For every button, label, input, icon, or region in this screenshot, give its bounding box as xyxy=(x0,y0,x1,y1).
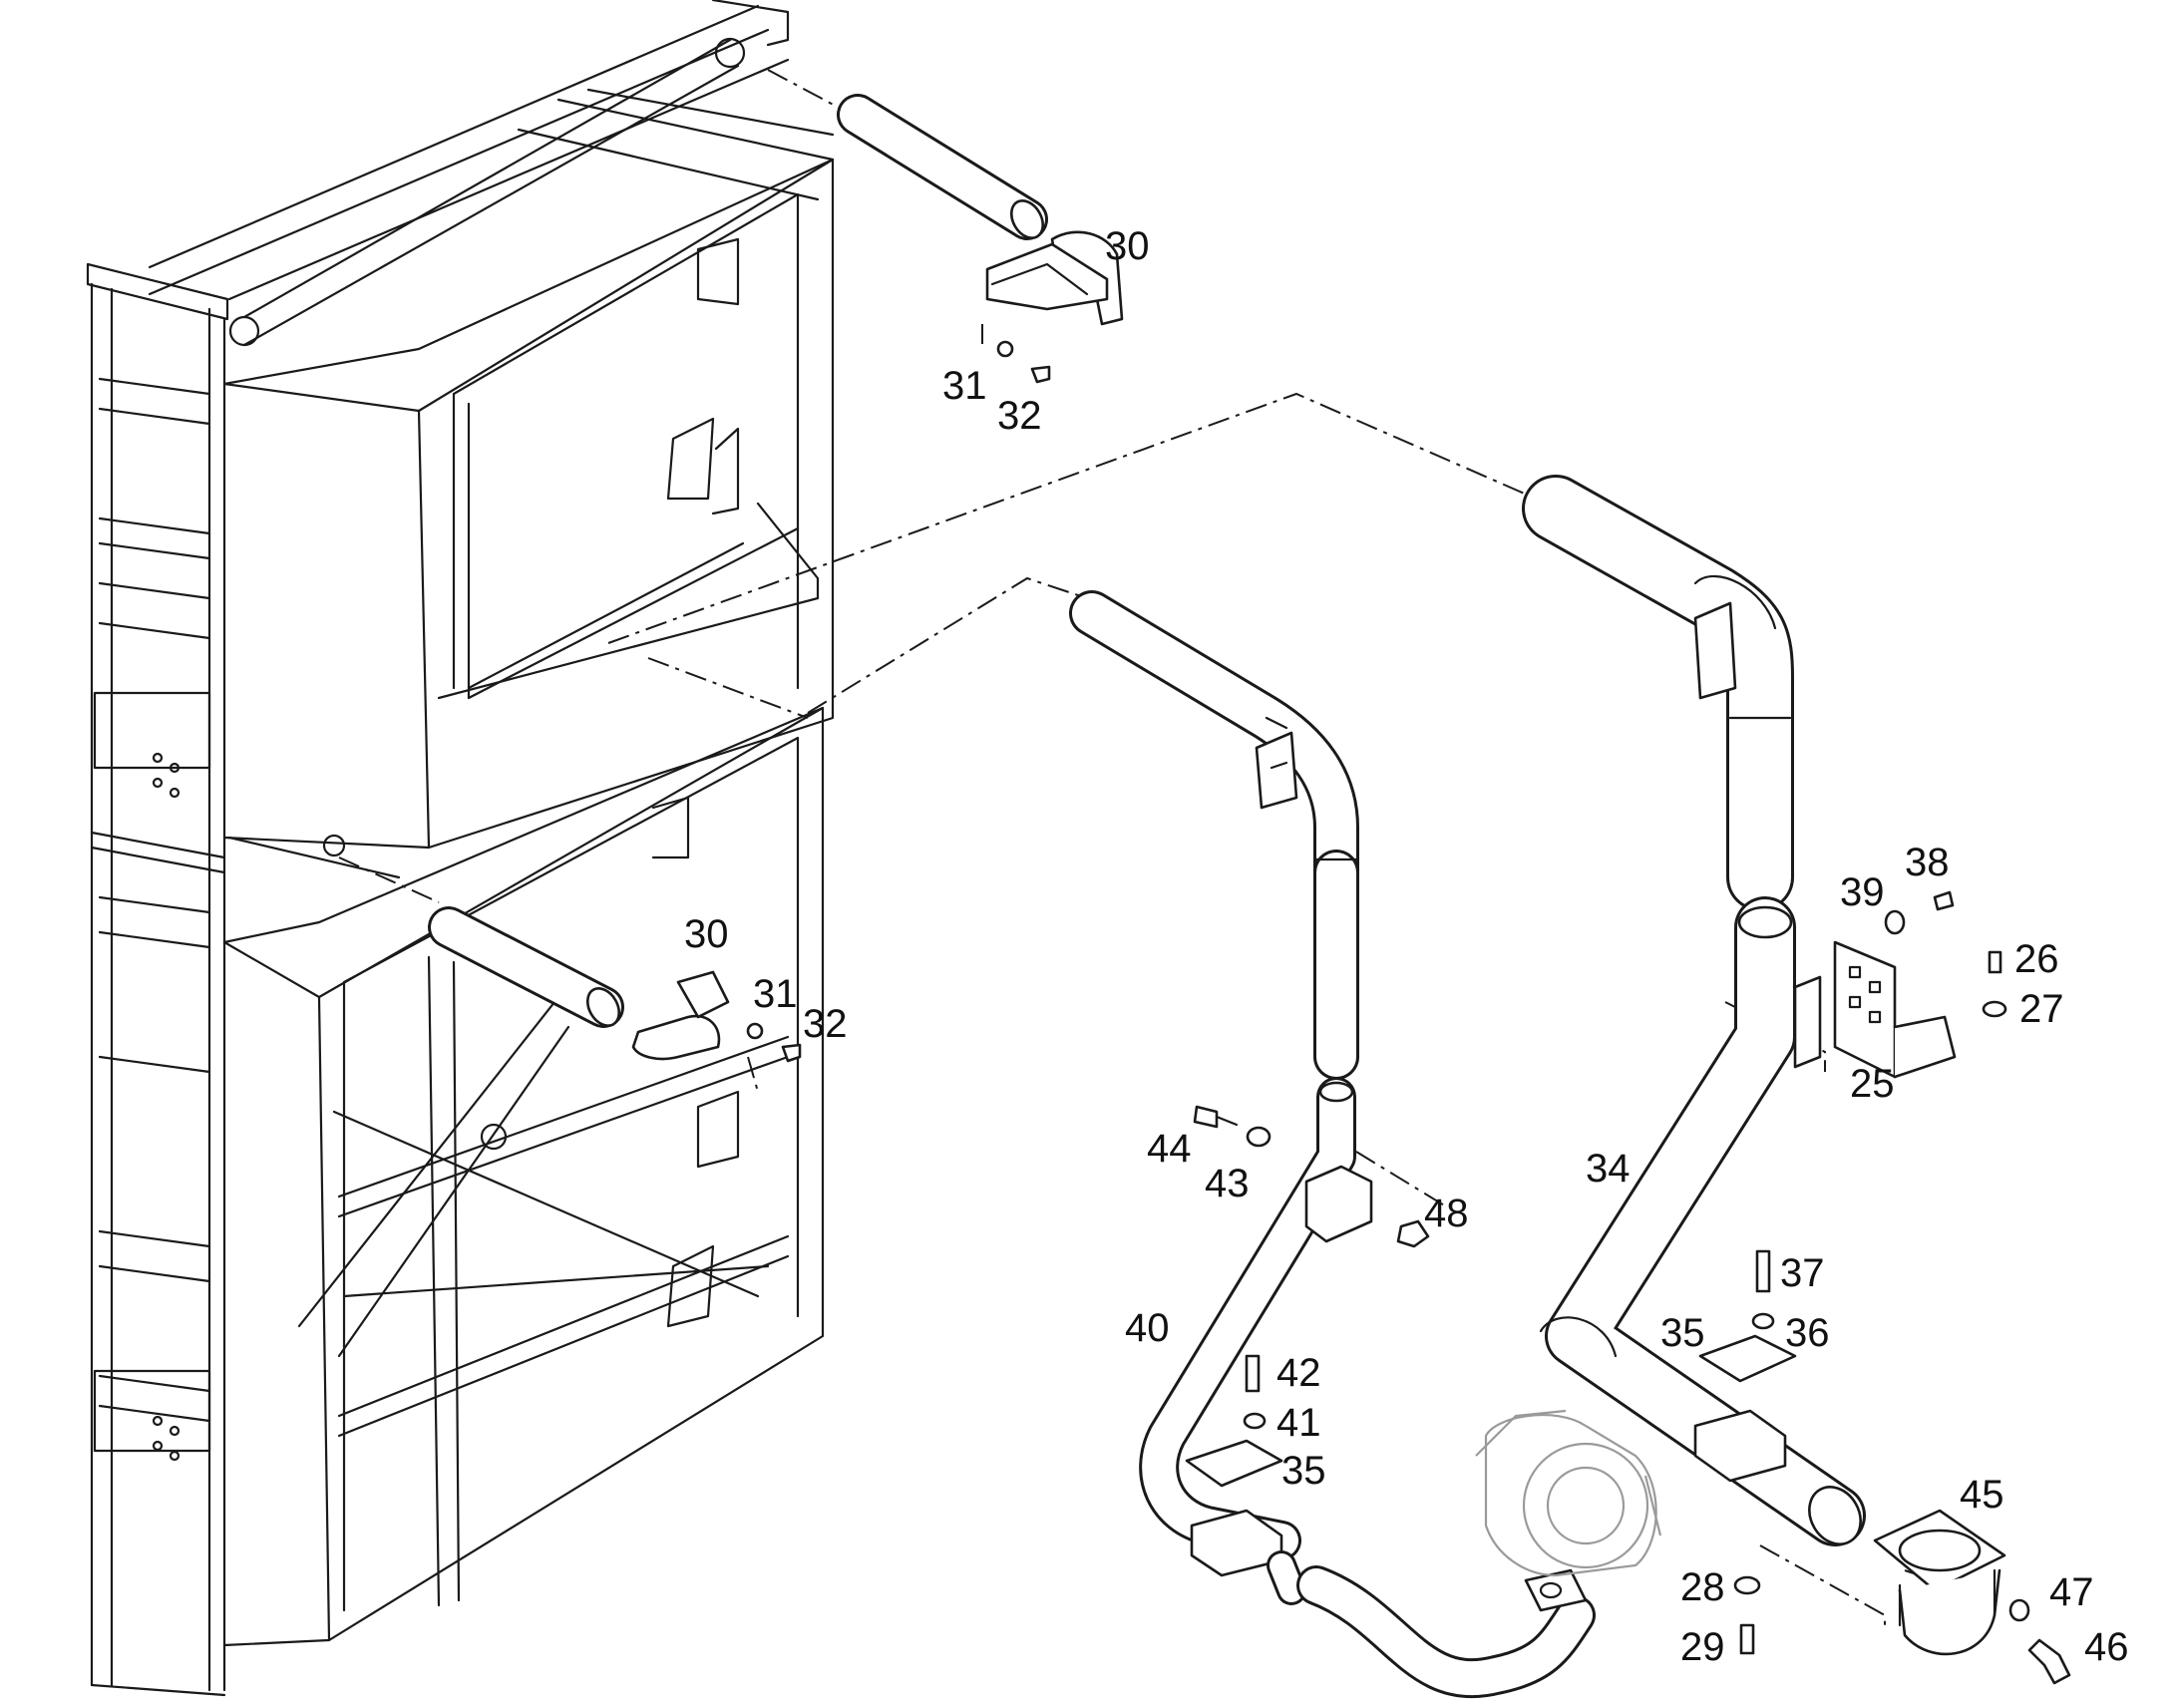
callout-29: 29 xyxy=(1680,1625,1725,1669)
callout-27: 27 xyxy=(2019,987,2064,1031)
pipe-40 xyxy=(1069,590,1596,1699)
callout-37: 37 xyxy=(1780,1251,1825,1295)
callout-45: 45 xyxy=(1960,1473,2004,1517)
callout-35-left: 35 xyxy=(1281,1449,1326,1493)
bracket-25 xyxy=(1833,940,1957,1079)
hose-30-lower xyxy=(428,906,802,1063)
callout-40: 40 xyxy=(1125,1306,1170,1350)
callout-47: 47 xyxy=(2049,1570,2094,1614)
callout-43: 43 xyxy=(1205,1162,1250,1205)
callout-30-lower: 30 xyxy=(684,912,729,956)
callout-46: 46 xyxy=(2084,1625,2129,1669)
callout-26: 26 xyxy=(2014,937,2059,981)
projection-lines xyxy=(338,69,1981,1630)
hose-30-upper xyxy=(837,94,1124,384)
callout-32-lower: 32 xyxy=(803,1002,848,1046)
callout-48: 48 xyxy=(1424,1192,1469,1235)
cooler-assembly xyxy=(86,0,835,1697)
flange-45 xyxy=(1873,1509,2006,1656)
callout-31-upper: 31 xyxy=(942,364,987,408)
callout-32-upper: 32 xyxy=(997,394,1042,438)
callout-31-lower: 31 xyxy=(753,972,798,1016)
callout-38: 38 xyxy=(1905,841,1950,884)
callout-25: 25 xyxy=(1850,1062,1895,1106)
hardware xyxy=(1185,890,2071,1685)
callout-42: 42 xyxy=(1276,1351,1321,1395)
callout-39: 39 xyxy=(1840,870,1885,914)
turbocharger xyxy=(1475,1409,1662,1577)
pipe-34 xyxy=(1522,475,1866,1546)
callout-30-upper: 30 xyxy=(1105,224,1150,268)
callout-41: 41 xyxy=(1276,1401,1321,1445)
callout-28: 28 xyxy=(1680,1565,1725,1609)
callout-36: 36 xyxy=(1785,1311,1830,1355)
callouts: 30 31 32 30 31 32 38 39 26 27 25 34 44 4… xyxy=(684,224,2129,1669)
callout-44: 44 xyxy=(1147,1127,1192,1171)
callout-35-right: 35 xyxy=(1660,1311,1705,1355)
callout-34: 34 xyxy=(1586,1147,1631,1191)
